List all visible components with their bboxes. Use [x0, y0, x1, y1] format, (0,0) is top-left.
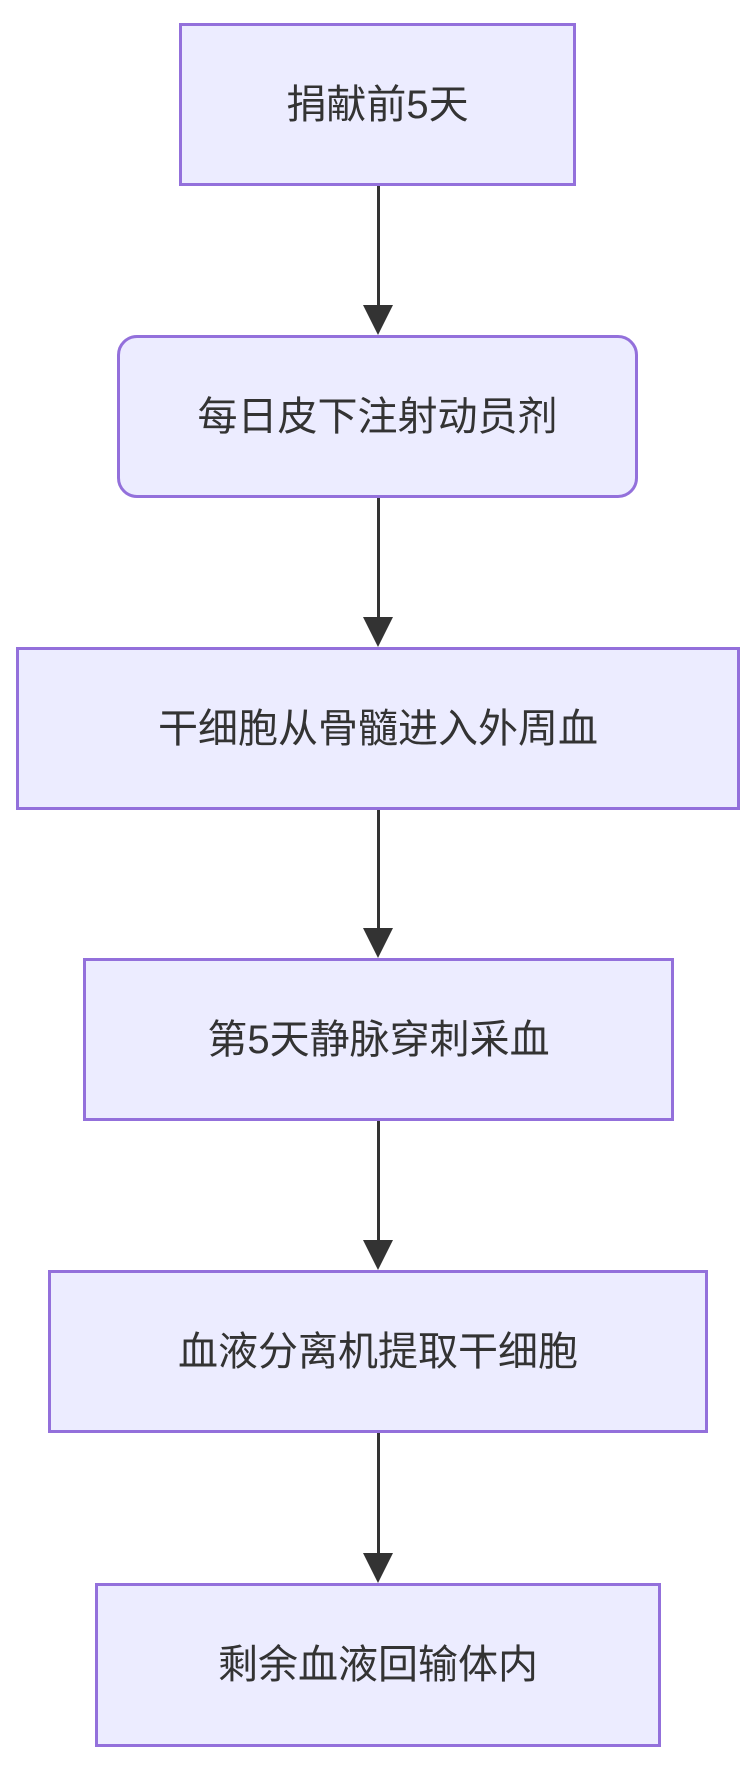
edge-3-line [376, 810, 380, 928]
edge-2 [363, 498, 393, 647]
edge-2-arrowhead-icon [363, 617, 393, 647]
node-blood-returned-to-body-label: 剩余血液回输体内 [218, 1643, 538, 1687]
node-before-donation-label: 捐献前5天 [286, 82, 469, 127]
edge-5-arrowhead-icon [363, 1553, 393, 1583]
node-daily-injection: 每日皮下注射动员剂 [117, 335, 638, 498]
node-daily-injection-label: 每日皮下注射动员剂 [197, 394, 558, 439]
edge-3-arrowhead-icon [363, 928, 393, 958]
node-stem-cells-to-peripheral-blood-label: 干细胞从骨髓进入外周血 [158, 706, 598, 751]
node-stem-cells-to-peripheral-blood: 干细胞从骨髓进入外周血 [16, 647, 740, 810]
edge-3 [363, 810, 393, 958]
edge-5 [363, 1433, 393, 1583]
node-day5-venipuncture-label: 第5天静脉穿刺采血 [207, 1017, 550, 1062]
edge-4-line [376, 1121, 380, 1240]
node-separator-extracts-stem-cells-label: 血液分离机提取干细胞 [178, 1329, 578, 1374]
edge-4 [363, 1121, 393, 1270]
edge-1-line [376, 186, 380, 305]
edge-2-line [376, 498, 380, 617]
node-separator-extracts-stem-cells: 血液分离机提取干细胞 [48, 1270, 708, 1433]
edge-1-arrowhead-icon [363, 305, 393, 335]
node-day5-venipuncture: 第5天静脉穿刺采血 [83, 958, 674, 1121]
node-before-donation: 捐献前5天 [179, 23, 576, 186]
edge-1 [363, 186, 393, 335]
edge-4-arrowhead-icon [363, 1240, 393, 1270]
node-blood-returned-to-body: 剩余血液回输体内 [95, 1583, 661, 1747]
edge-5-line [376, 1433, 380, 1553]
